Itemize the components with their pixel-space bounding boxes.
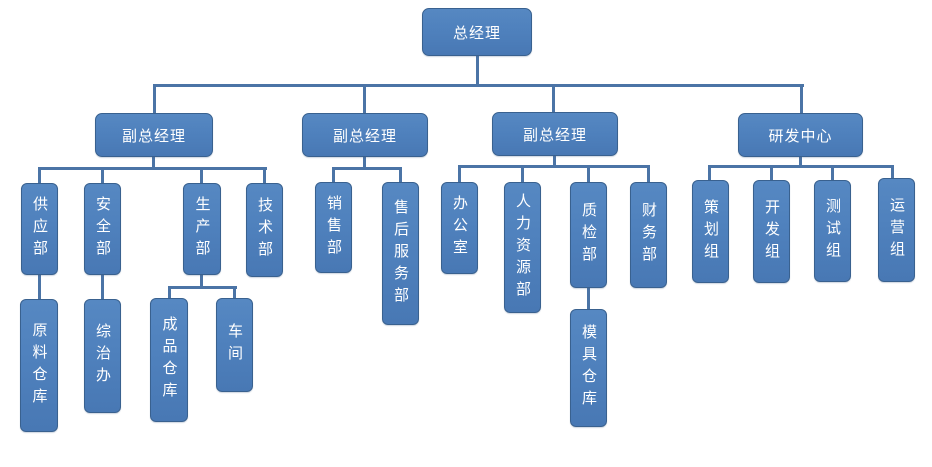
org-node-rd-center[interactable]: 研发中心: [738, 113, 863, 157]
org-node-safety-dept[interactable]: 安全部: [84, 183, 121, 275]
org-node-operations-group[interactable]: 运营组: [878, 178, 915, 282]
connector-line: [200, 167, 203, 183]
connector-line: [38, 167, 267, 170]
connector-line: [363, 84, 366, 113]
org-node-supply-dept[interactable]: 供应部: [21, 183, 58, 275]
connector-line: [38, 275, 41, 299]
connector-line: [458, 165, 461, 182]
connector-line: [831, 165, 834, 180]
org-node-general-manager[interactable]: 总经理: [422, 8, 532, 56]
org-node-sales-dept[interactable]: 销售部: [315, 182, 352, 273]
org-node-hr-dept[interactable]: 人力资源部: [504, 182, 541, 313]
org-node-test-group[interactable]: 测试组: [814, 180, 851, 282]
org-node-finished-goods-warehouse[interactable]: 成品仓库: [150, 298, 188, 422]
connector-line: [332, 167, 402, 170]
org-node-vp-1[interactable]: 副总经理: [95, 113, 213, 157]
org-node-tech-dept[interactable]: 技术部: [246, 183, 283, 277]
connector-line: [553, 156, 556, 167]
connector-line: [476, 55, 479, 85]
org-node-admin-office[interactable]: 办公室: [441, 182, 478, 274]
org-node-vp-2[interactable]: 副总经理: [302, 113, 428, 157]
connector-line: [101, 167, 104, 183]
connector-line: [708, 165, 894, 168]
org-node-mold-warehouse[interactable]: 模具仓库: [570, 309, 607, 427]
connector-line: [587, 288, 590, 309]
connector-line: [168, 286, 237, 289]
connector-line: [708, 165, 711, 180]
org-node-planning-group[interactable]: 策划组: [692, 180, 729, 283]
org-node-qc-dept[interactable]: 质检部: [570, 182, 607, 288]
connector-line: [770, 165, 773, 180]
connector-line: [587, 165, 590, 182]
connector-line: [200, 275, 203, 289]
connector-line: [521, 165, 524, 182]
connector-line: [647, 165, 650, 182]
org-node-production-dept[interactable]: 生产部: [183, 183, 221, 275]
connector-line: [152, 157, 155, 169]
org-node-vp-3[interactable]: 副总经理: [492, 112, 618, 156]
connector-line: [458, 165, 650, 168]
connector-line: [168, 286, 171, 298]
connector-line: [891, 165, 894, 178]
connector-line: [153, 84, 156, 113]
connector-line: [363, 157, 366, 168]
connector-line: [800, 84, 803, 113]
connector-line: [799, 157, 802, 167]
org-node-dev-group[interactable]: 开发组: [753, 180, 790, 283]
connector-line: [552, 84, 555, 112]
connector-line: [399, 167, 402, 182]
connector-line: [38, 167, 41, 183]
connector-line: [153, 84, 804, 87]
org-node-comprehensive-office[interactable]: 综治办: [84, 299, 121, 413]
connector-line: [101, 275, 104, 299]
org-node-workshop[interactable]: 车间: [216, 298, 253, 392]
org-node-after-sales-dept[interactable]: 售后服务部: [382, 182, 419, 325]
connector-line: [233, 286, 236, 298]
connector-line: [332, 167, 335, 182]
org-node-finance-dept[interactable]: 财务部: [630, 182, 667, 288]
connector-line: [263, 167, 266, 183]
org-node-raw-material-warehouse[interactable]: 原料仓库: [20, 299, 58, 432]
